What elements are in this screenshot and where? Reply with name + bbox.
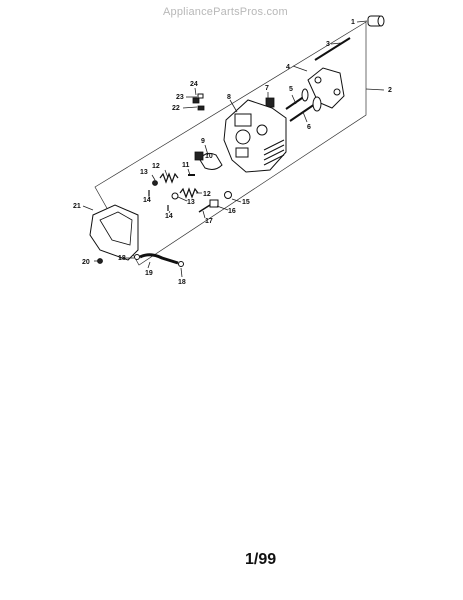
callout-3: 3 bbox=[326, 41, 330, 48]
callout-4: 4 bbox=[286, 64, 290, 71]
callout-7: 7 bbox=[265, 85, 269, 92]
part-6-valve bbox=[289, 96, 322, 122]
callout-2: 2 bbox=[388, 87, 392, 94]
part-7-guide bbox=[265, 97, 275, 108]
callout-6: 6 bbox=[307, 124, 311, 131]
part-23-washer bbox=[197, 93, 204, 99]
callout-14-lower: 14 bbox=[165, 213, 173, 220]
part-15-seal bbox=[224, 191, 232, 199]
callout-12-lower: 12 bbox=[203, 191, 211, 198]
leader-lines bbox=[82, 20, 385, 278]
part-24-nut bbox=[192, 97, 200, 104]
part-22-stud bbox=[197, 105, 205, 111]
part-3-push-rod bbox=[314, 37, 351, 61]
callout-20: 20 bbox=[82, 259, 90, 266]
callout-15: 15 bbox=[242, 199, 250, 206]
part-16-bushing bbox=[209, 199, 219, 208]
part-12-spring-lower bbox=[179, 187, 199, 199]
callout-14-upper: 14 bbox=[143, 197, 151, 204]
part-18-clamp-right bbox=[178, 261, 184, 267]
callout-16: 16 bbox=[228, 208, 236, 215]
callout-22: 22 bbox=[172, 105, 180, 112]
part-1-plug bbox=[367, 15, 385, 27]
part-17-bolt bbox=[198, 204, 211, 213]
part-13-retainer-lower bbox=[171, 192, 179, 200]
callout-19: 19 bbox=[145, 270, 153, 277]
callout-13-lower: 13 bbox=[187, 199, 195, 206]
watermark-text: AppliancePartsPros.com bbox=[163, 6, 288, 18]
part-21-valve-cover bbox=[89, 204, 139, 261]
callout-1: 1 bbox=[351, 19, 355, 26]
part-19-breather-tube bbox=[139, 253, 179, 265]
page-number: 1/99 bbox=[245, 551, 277, 568]
part-18-clamp-left bbox=[134, 254, 140, 260]
callout-18-right: 18 bbox=[178, 279, 186, 286]
callout-17: 17 bbox=[205, 218, 213, 225]
part-12-spring-upper bbox=[159, 172, 179, 184]
callout-18-left: 18 bbox=[118, 255, 126, 262]
callout-11: 11 bbox=[182, 162, 190, 169]
callout-13-upper: 13 bbox=[140, 169, 148, 176]
part-10-pivot bbox=[194, 151, 204, 161]
callout-12-upper: 12 bbox=[152, 163, 160, 170]
callout-5: 5 bbox=[289, 86, 293, 93]
callout-10: 10 bbox=[205, 153, 213, 160]
callout-23: 23 bbox=[176, 94, 184, 101]
callout-21: 21 bbox=[73, 203, 81, 210]
part-20-screw bbox=[97, 258, 103, 264]
part-13-retainer-upper bbox=[152, 180, 158, 186]
callout-8: 8 bbox=[227, 94, 231, 101]
callout-9: 9 bbox=[201, 138, 205, 145]
callout-24: 24 bbox=[190, 81, 198, 88]
part-8-cylinder-head bbox=[223, 99, 287, 173]
